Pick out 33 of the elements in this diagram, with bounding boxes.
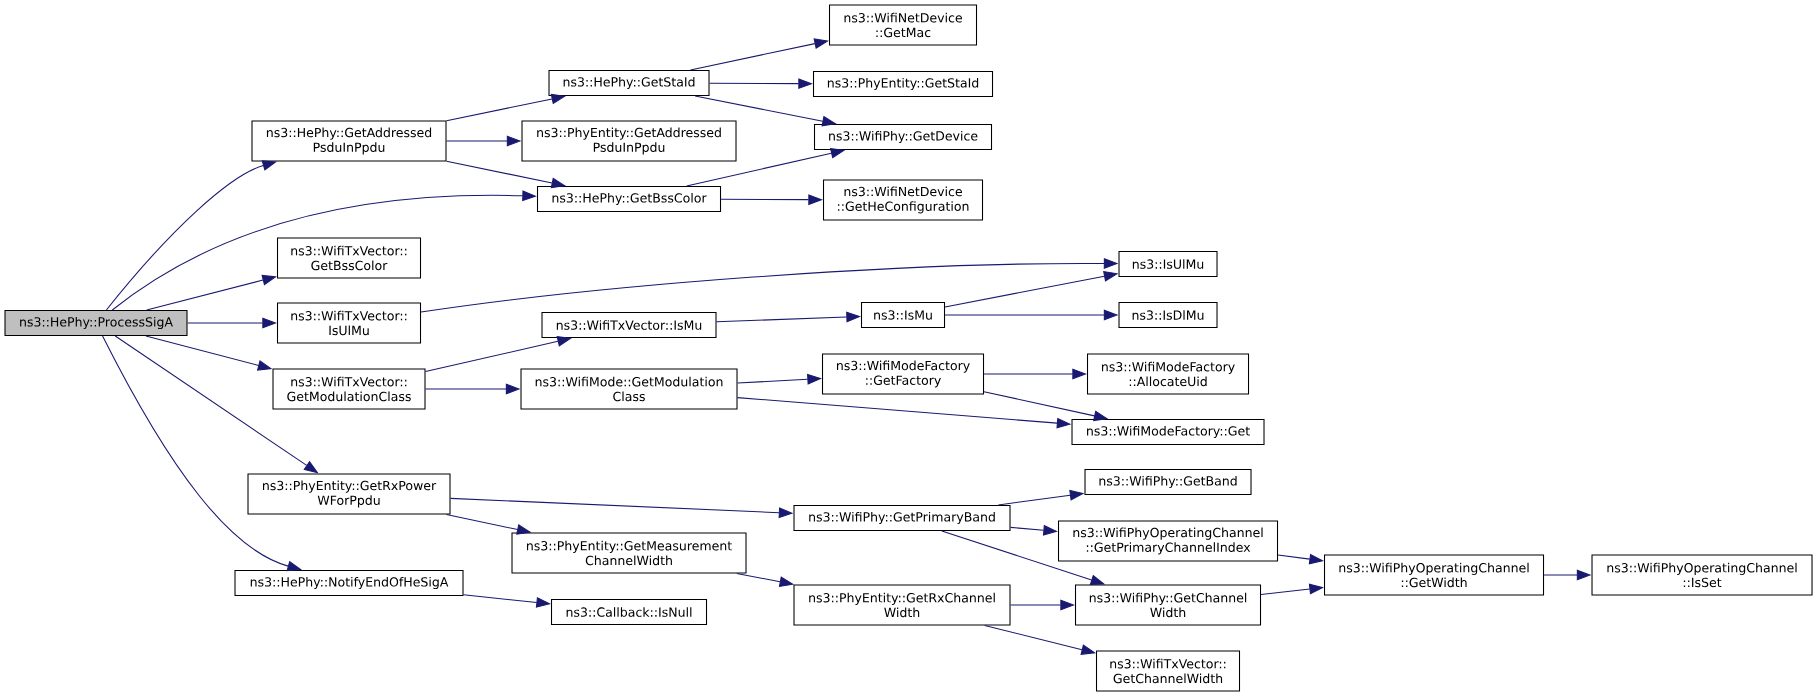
function-box: ns3::WifiPhyOperatingChannel ::IsSet	[1591, 554, 1813, 596]
function-box: ns3::WifiPhy::GetPrimaryBand	[793, 504, 1011, 532]
function-box: ns3::WifiPhy::GetBand	[1084, 468, 1252, 496]
function-box: ns3::HePhy::NotifyEndOfHeSigA	[234, 569, 464, 597]
function-box: ns3::WifiNetDevice ::GetHeConfiguration	[822, 179, 984, 221]
function-box: ns3::WifiTxVector:: IsUlMu	[276, 302, 422, 344]
function-box: ns3::WifiModeFactory::Get	[1071, 418, 1265, 446]
function-box: ns3::WifiMode::GetModulation Class	[520, 368, 738, 410]
function-box: ns3::WifiPhy::GetChannel Width	[1074, 584, 1262, 626]
function-box: ns3::PhyEntity::GetAddressed PsduInPpdu	[521, 120, 737, 162]
function-box: ns3::HePhy::ProcessSigA	[4, 309, 188, 337]
function-box: ns3::IsDlMu	[1118, 301, 1218, 329]
function-box: ns3::WifiTxVector::IsMu	[541, 311, 717, 339]
function-box: ns3::HePhy::GetBssColor	[536, 185, 722, 213]
function-box: ns3::IsMu	[860, 301, 946, 329]
function-box: ns3::HePhy::GetStaId	[548, 69, 710, 97]
function-box: ns3::WifiNetDevice ::GetMac	[828, 4, 978, 46]
function-box: ns3::WifiModeFactory ::GetFactory	[821, 353, 985, 395]
function-box: ns3::PhyEntity::GetStaId	[812, 70, 994, 98]
function-box: ns3::WifiPhy::GetDevice	[813, 123, 993, 151]
function-box: ns3::WifiPhyOperatingChannel ::GetWidth	[1323, 554, 1545, 596]
function-box: ns3::PhyEntity::GetMeasurement ChannelWidth	[511, 532, 747, 574]
arrow	[102, 335, 302, 572]
function-box: ns3::HePhy::GetAddressed PsduInPpdu	[251, 120, 447, 162]
function-box: ns3::IsUlMu	[1118, 250, 1218, 278]
function-box: ns3::WifiTxVector:: GetChannelWidth	[1095, 650, 1241, 692]
function-box: ns3::Callback::IsNull	[550, 598, 708, 626]
function-box: ns3::WifiTxVector:: GetBssColor	[276, 237, 422, 279]
function-box: ns3::WifiPhyOperatingChannel ::GetPrimaryChannelIndex	[1057, 520, 1279, 562]
function-box: ns3::PhyEntity::GetRxChannel Width	[793, 584, 1011, 626]
function-box: ns3::PhyEntity::GetRxPower WForPpdu	[247, 473, 451, 515]
function-box: ns3::WifiModeFactory ::AllocateUid	[1087, 353, 1250, 395]
function-box: ns3::WifiTxVector:: GetModulationClass	[272, 368, 426, 410]
